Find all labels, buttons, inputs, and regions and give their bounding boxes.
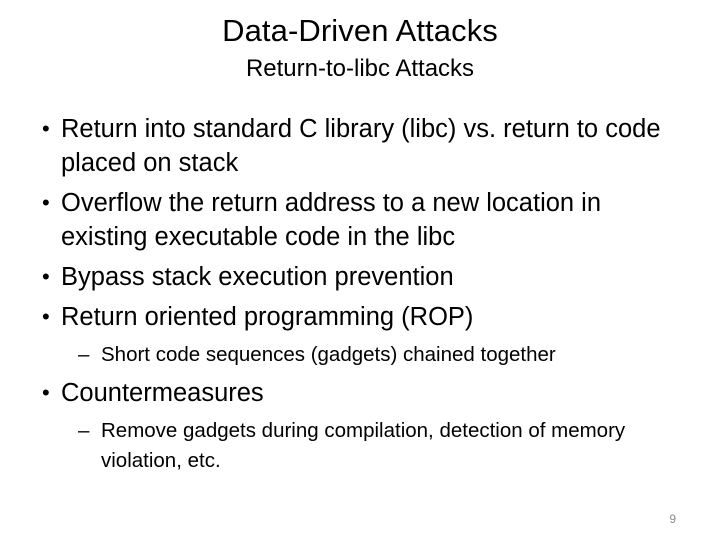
list-item: • Return into standard C library (libc) …	[34, 112, 694, 180]
sub-list-item: – Remove gadgets during compilation, det…	[34, 416, 694, 476]
sub-list-item-text: Remove gadgets during compilation, detec…	[101, 419, 626, 472]
list-item: • Return oriented programming (ROP)	[34, 300, 694, 334]
bullet-list: • Return into standard C library (libc) …	[34, 112, 694, 476]
page-title: Data-Driven Attacks	[222, 13, 498, 48]
list-item-text: Return into standard C library (libc) vs…	[61, 115, 661, 177]
list-item: • Countermeasures	[34, 376, 694, 410]
list-item-text: Return oriented programming (ROP)	[61, 303, 474, 331]
bullet-dot-icon: •	[42, 190, 50, 215]
bullet-dot-icon: •	[42, 116, 50, 141]
page-subtitle: Return-to-libc Attacks	[245, 55, 475, 82]
sub-list-item: – Short code sequences (gadgets) chained…	[34, 340, 694, 370]
list-item-text: Countermeasures	[61, 379, 264, 407]
bullet-dot-icon: •	[42, 264, 50, 289]
bullet-dash-icon: –	[78, 419, 90, 442]
bullet-dot-icon: •	[42, 380, 50, 405]
bullet-dot-icon: •	[42, 304, 50, 329]
list-item: • Bypass stack execution prevention	[34, 260, 694, 294]
list-item-text: Bypass stack execution prevention	[61, 263, 454, 291]
list-item: • Overflow the return address to a new l…	[34, 186, 694, 254]
page-number: 9	[669, 512, 676, 526]
bullet-dash-icon: –	[78, 343, 90, 366]
title-block: Data-Driven Attacks Return-to-libc Attac…	[0, 0, 720, 84]
sub-list-item-text: Short code sequences (gadgets) chained t…	[101, 343, 556, 366]
list-item-text: Overflow the return address to a new loc…	[61, 189, 602, 251]
